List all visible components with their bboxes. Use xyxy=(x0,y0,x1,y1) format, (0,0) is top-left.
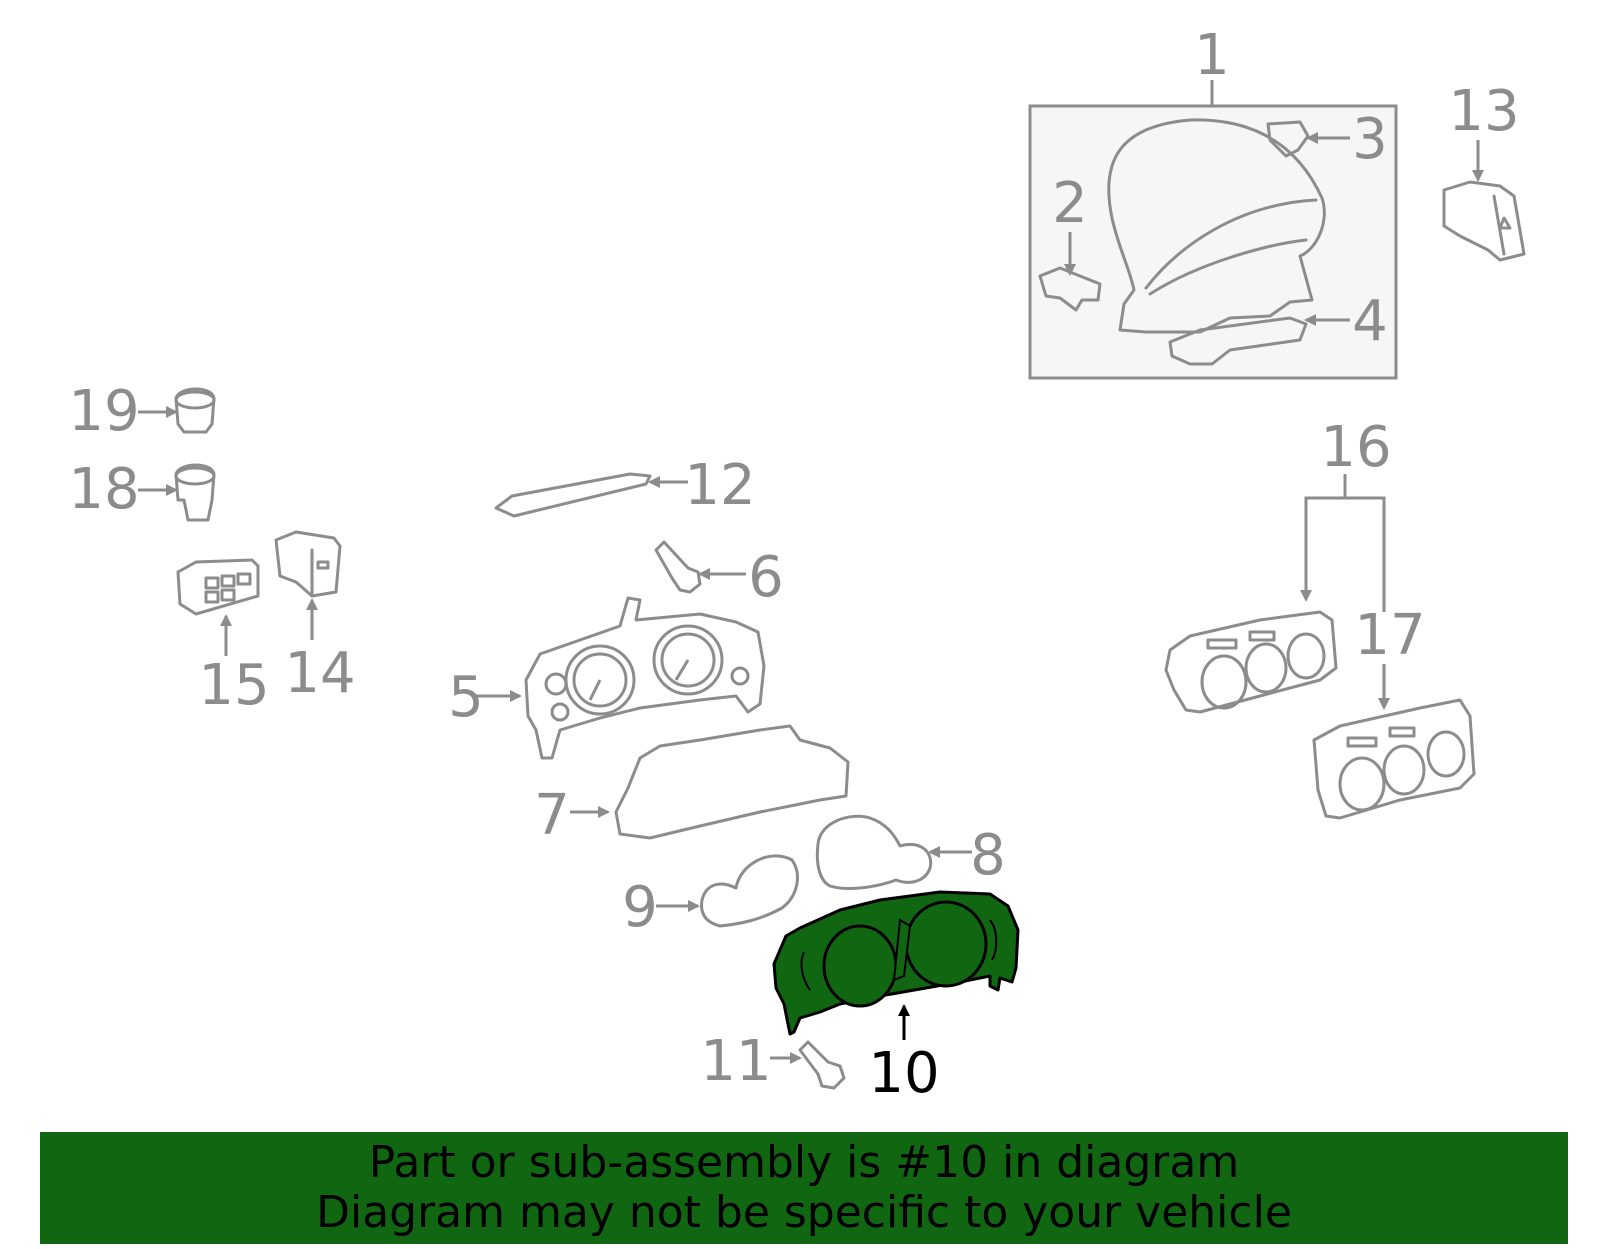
callout-19[interactable]: 19 xyxy=(68,379,139,444)
part-6-group xyxy=(654,540,746,594)
callout-4[interactable]: 4 xyxy=(1352,289,1388,354)
climate-panel-17-drawing xyxy=(1312,698,1476,820)
callout-8[interactable]: 8 xyxy=(970,823,1006,888)
part-16-17-group xyxy=(1164,474,1476,820)
part-13-group xyxy=(1442,140,1526,262)
callout-15[interactable]: 15 xyxy=(198,653,269,718)
cap-19-drawing xyxy=(174,387,216,434)
lens-12-drawing xyxy=(494,472,652,518)
callout-11[interactable]: 11 xyxy=(700,1029,771,1094)
info-banner-bg xyxy=(40,1132,1568,1244)
banner-line-2: Diagram may not be specific to your vehi… xyxy=(316,1187,1292,1238)
part-11-group xyxy=(770,1040,846,1090)
callout-1[interactable]: 1 xyxy=(1194,23,1230,88)
switch-14-drawing xyxy=(274,530,342,598)
cluster-hood-drawing xyxy=(1107,118,1326,334)
clip-3-drawing xyxy=(1266,120,1310,158)
switches-group xyxy=(176,530,342,656)
case-5-drawing xyxy=(524,596,766,760)
part-5-group xyxy=(476,596,766,760)
part-7-group xyxy=(570,724,850,840)
callout-6[interactable]: 6 xyxy=(748,545,784,610)
lens-8-drawing xyxy=(815,814,933,890)
part-12-group xyxy=(494,472,688,518)
part-10-highlight[interactable] xyxy=(772,890,1020,1040)
callout-labels: 1 2 3 4 5 6 7 8 9 11 12 13 14 15 16 17 1… xyxy=(68,23,1519,1094)
part-8-9-group xyxy=(656,814,972,928)
clip-2-drawing xyxy=(1038,266,1102,312)
callout-9[interactable]: 9 xyxy=(622,875,658,940)
info-banner: Part or sub-assembly is #10 in diagram D… xyxy=(40,1132,1568,1244)
banner-line-1: Part or sub-assembly is #10 in diagram xyxy=(368,1137,1240,1188)
climate-panel-16-drawing xyxy=(1164,610,1338,714)
switch-15-drawing xyxy=(176,558,260,616)
screw-11-drawing xyxy=(798,1040,846,1090)
callout-12[interactable]: 12 xyxy=(684,453,755,518)
part-1-group xyxy=(1028,80,1398,380)
callout-10[interactable]: 10 xyxy=(868,1041,939,1106)
callout-14[interactable]: 14 xyxy=(284,641,355,706)
cap-18-drawing xyxy=(174,463,216,522)
hazard-switch-drawing xyxy=(1442,180,1526,262)
callout-3[interactable]: 3 xyxy=(1352,107,1388,172)
callout-18[interactable]: 18 xyxy=(68,457,139,522)
lens-9-drawing xyxy=(700,854,799,928)
callout-5[interactable]: 5 xyxy=(448,665,484,730)
callout-7[interactable]: 7 xyxy=(534,783,570,848)
callout-13[interactable]: 13 xyxy=(1448,79,1519,144)
screw-6-drawing xyxy=(654,540,702,594)
part-1-box xyxy=(1028,104,1398,380)
caps-group xyxy=(138,387,216,522)
callout-2[interactable]: 2 xyxy=(1052,171,1088,236)
callout-17[interactable]: 17 xyxy=(1354,603,1425,668)
bracket-4-drawing xyxy=(1168,316,1308,366)
plate-7-drawing xyxy=(614,724,850,840)
callout-16[interactable]: 16 xyxy=(1320,415,1391,480)
